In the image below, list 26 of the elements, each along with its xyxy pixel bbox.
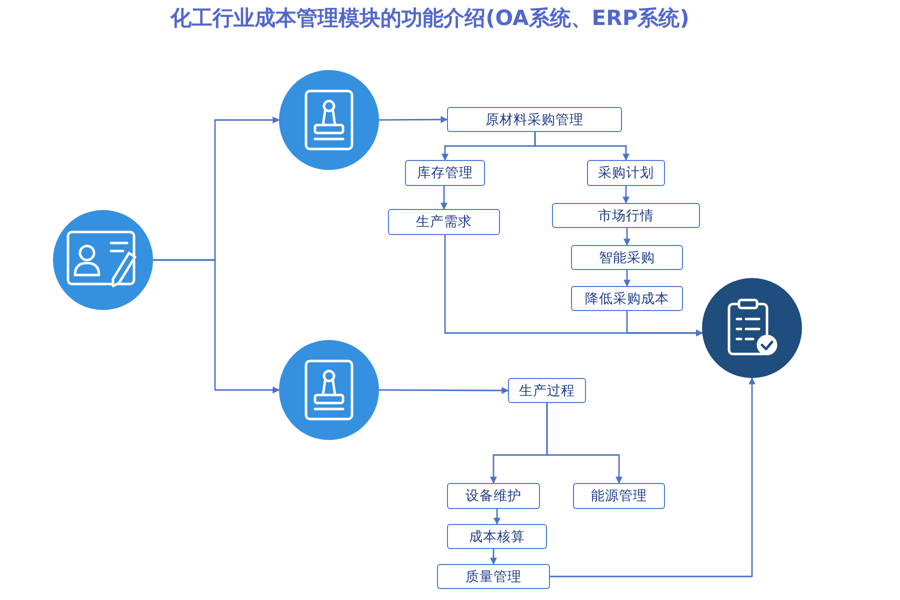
process-box: 市场行情 [552,203,700,228]
process-box: 库存管理 [405,160,485,186]
process-box: 设备维护 [447,483,540,509]
process-box: 原材料采购管理 [447,107,622,132]
process-box: 能源管理 [573,483,665,509]
connector-arrow [624,228,630,246]
process-box: 智能采购 [571,245,683,270]
connector-arrow [622,186,630,204]
diagram-title: 化工行业成本管理模块的功能介绍(OA系统、ERP系统) [169,5,690,32]
connector-arrow [534,132,630,161]
connector-arrow [624,270,630,287]
connector-arrow [626,311,703,336]
connector-arrow [490,549,497,565]
process-box: 采购计划 [587,160,665,186]
connector-arrow [440,186,448,210]
process-box: 生产需求 [388,209,500,235]
process-box: 成本核算 [447,524,547,549]
connector-arrow [153,259,280,394]
connector-arrow [379,116,448,124]
process-box: 降低采购成本 [571,286,683,311]
connector-arrow [550,377,756,578]
process-box: 生产过程 [508,378,586,403]
connector-arrow [546,403,622,484]
process-box: 质量管理 [437,564,550,589]
connector-arrow [379,386,509,394]
connector-arrow [494,509,500,525]
